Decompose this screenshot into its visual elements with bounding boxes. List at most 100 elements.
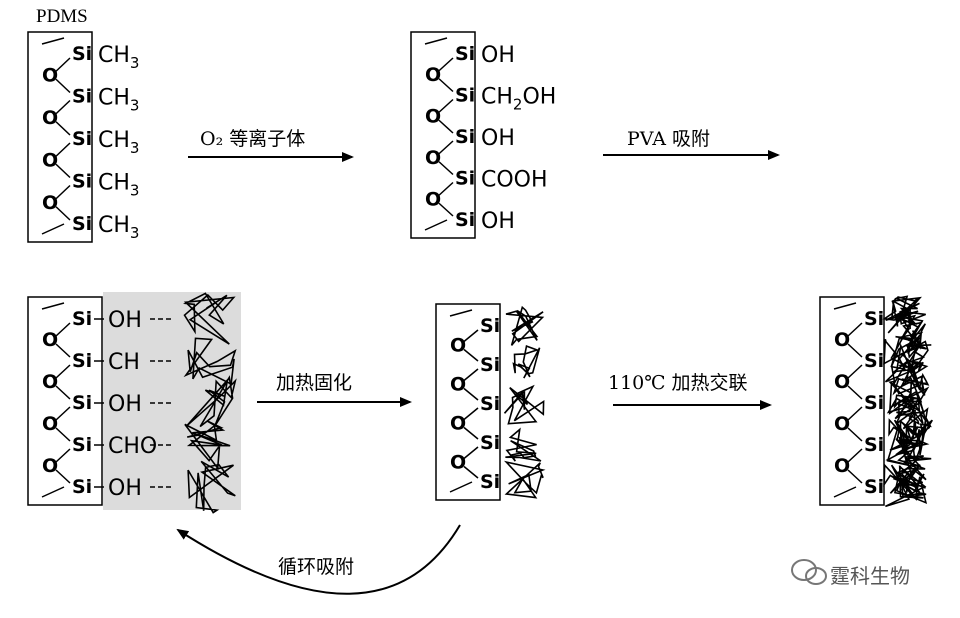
si-atom: Si xyxy=(72,434,92,456)
si-atom: Si xyxy=(72,392,92,414)
si-atom: Si xyxy=(72,86,92,108)
pva-coil xyxy=(503,460,546,499)
bond-line xyxy=(463,348,479,362)
label-pva: PVA 吸附 xyxy=(627,128,710,150)
si-atom: Si xyxy=(480,432,500,454)
si-atom: Si xyxy=(455,43,475,65)
si-atom: Si xyxy=(455,168,475,190)
bond-line xyxy=(41,37,65,45)
bond-line xyxy=(55,163,71,179)
o-atom: O xyxy=(425,147,441,169)
pva-coil xyxy=(512,345,541,379)
arrow-cycle xyxy=(176,524,461,595)
si-atom: Si xyxy=(480,393,500,415)
pva-coil xyxy=(895,438,930,468)
bond-line xyxy=(847,364,863,379)
si-atom: Si xyxy=(72,308,92,330)
pva-coil xyxy=(901,448,932,481)
o-atom: O xyxy=(42,107,58,129)
label-plasma: O₂ 等离子体 xyxy=(200,128,306,150)
si-atom: Si xyxy=(864,476,884,498)
pva-coil xyxy=(899,362,930,396)
si-atom: Si xyxy=(72,128,92,150)
pva-coil xyxy=(895,476,928,505)
functional-group: OH xyxy=(481,43,515,68)
bond-line xyxy=(55,184,71,200)
pva-coil xyxy=(899,321,932,355)
si-atom: Si xyxy=(455,126,475,148)
bond-line xyxy=(438,181,454,196)
o-atom: O xyxy=(450,452,466,474)
o-atom: O xyxy=(450,374,466,396)
o-atom: O xyxy=(834,371,850,393)
bond-line xyxy=(463,465,479,479)
bond-line xyxy=(847,469,863,484)
bond-line xyxy=(41,486,65,498)
bond-line xyxy=(463,446,479,460)
functional-group: OH xyxy=(108,308,142,333)
label-crosslink: 110℃ 加热交联 xyxy=(608,372,748,394)
o-atom: O xyxy=(450,335,466,357)
o-atom: O xyxy=(834,413,850,435)
functional-group: OH xyxy=(108,476,142,501)
bond-line xyxy=(41,302,65,310)
si-atom: Si xyxy=(72,171,92,193)
bond-line xyxy=(41,223,65,235)
si-atom: Si xyxy=(480,354,500,376)
bond-line xyxy=(55,406,71,421)
bond-line xyxy=(847,448,863,463)
bond-line xyxy=(449,481,473,493)
si-atom: Si xyxy=(72,476,92,498)
bond-line xyxy=(55,206,71,221)
bond-line xyxy=(438,140,454,155)
functional-group: OH xyxy=(481,209,515,234)
bond-line xyxy=(847,322,863,337)
si-atom: Si xyxy=(72,213,92,235)
pva-coil xyxy=(890,334,922,368)
label-cycle: 循环吸附 xyxy=(278,556,355,578)
o-atom: O xyxy=(834,329,850,351)
o-atom: O xyxy=(42,371,58,393)
pva-coil xyxy=(182,292,236,345)
si-atom: Si xyxy=(455,209,475,231)
o-atom: O xyxy=(42,149,58,171)
bond-line xyxy=(55,121,71,136)
bond-line xyxy=(424,37,448,45)
substrate-box xyxy=(435,303,501,501)
wechat-icon xyxy=(791,559,827,585)
o-atom: O xyxy=(42,192,58,214)
o-atom: O xyxy=(42,64,58,86)
substrate-box xyxy=(27,296,103,506)
functional-group: CH3 xyxy=(98,213,139,242)
bond-line xyxy=(463,329,479,343)
bond-line xyxy=(438,119,454,134)
bond-line xyxy=(55,448,71,463)
substrate-box xyxy=(819,296,885,506)
functional-group: CH2OH xyxy=(481,85,556,114)
si-atom: Si xyxy=(455,85,475,107)
bond-line xyxy=(438,57,454,72)
functional-group: CH3 xyxy=(98,43,139,72)
bond-line xyxy=(449,309,473,317)
label-heat: 加热固化 xyxy=(276,372,353,394)
bond-line xyxy=(438,161,454,176)
bond-line xyxy=(55,385,71,400)
functional-group: CH3 xyxy=(98,86,139,115)
bond-line xyxy=(463,407,479,421)
bond-line xyxy=(55,427,71,442)
o-atom: O xyxy=(450,413,466,435)
substrate-box xyxy=(410,31,476,239)
bond-line xyxy=(55,78,71,94)
pva-coil xyxy=(505,427,542,462)
si-atom: Si xyxy=(864,392,884,414)
pva-coil xyxy=(897,350,929,381)
bond-line xyxy=(55,343,71,358)
si-atom: Si xyxy=(72,43,92,65)
bond-line xyxy=(847,343,863,358)
o-atom: O xyxy=(42,455,58,477)
functional-group: OH xyxy=(108,392,142,417)
pva-coil xyxy=(503,384,545,425)
si-atom: Si xyxy=(480,315,500,337)
